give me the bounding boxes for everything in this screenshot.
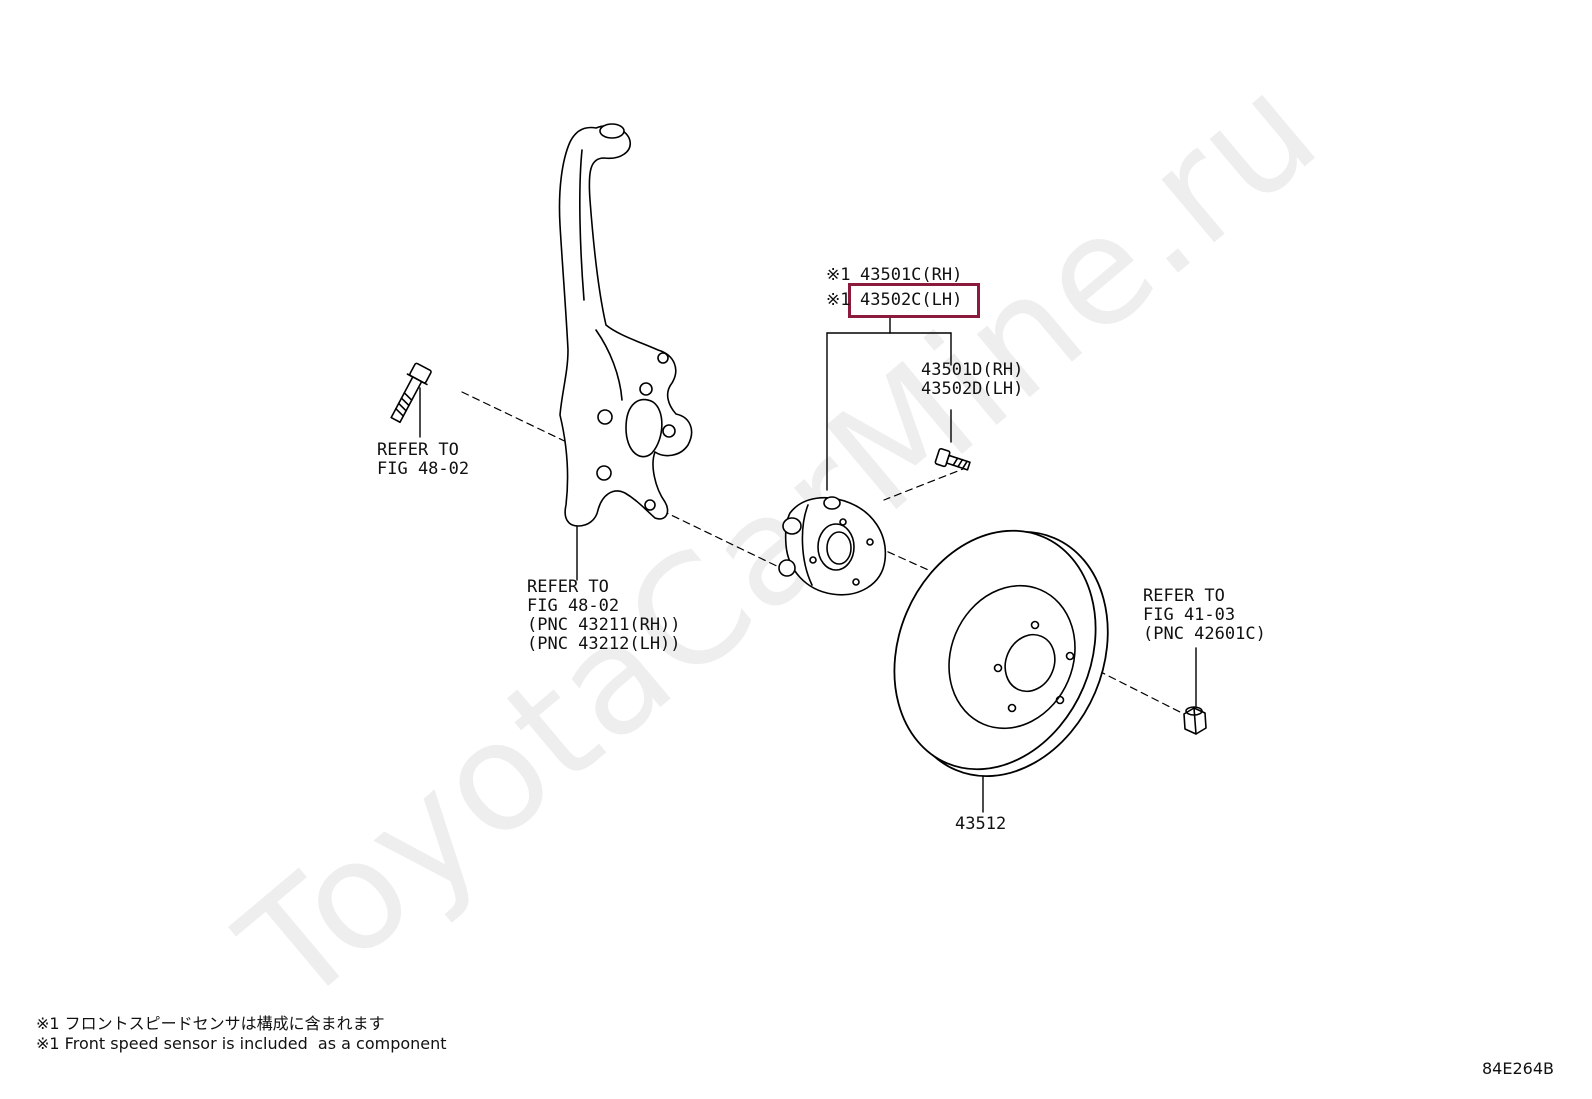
ref-knuckle-line-1: REFER TO: [527, 577, 609, 597]
footnote-english: ※1 Front speed sensor is included as a c…: [36, 1034, 447, 1053]
knuckle-bolt: [390, 362, 432, 424]
part-label-hub-lh[interactable]: 43502C(LH): [860, 290, 963, 310]
leader-lines: [419, 317, 1197, 813]
wheel-nut: [1183, 706, 1207, 735]
hub-assembly: [778, 496, 887, 596]
hub-bolt: [934, 447, 971, 471]
part-label-bolt-lh[interactable]: 43502D(LH): [921, 379, 1024, 399]
part-label-bolt-rh[interactable]: 43501D(RH): [921, 360, 1024, 380]
hub-mark-rh: ※1: [826, 265, 851, 285]
part-highlight-box: [848, 283, 980, 318]
ref-knuckle-line-2[interactable]: FIG 48-02: [527, 596, 620, 616]
hub-mark-lh: ※1: [826, 290, 851, 310]
brake-rotor: [893, 529, 1109, 778]
part-label-rotor[interactable]: 43512: [955, 814, 1007, 834]
ref-knuckle-bolt-line-2[interactable]: FIG 48-02: [377, 459, 470, 479]
figure-code: 84E264B: [1482, 1059, 1554, 1078]
ref-nut-line-1: REFER TO: [1143, 586, 1225, 606]
part-label-hub-rh[interactable]: 43501C(RH): [860, 265, 963, 285]
ref-knuckle-line-3[interactable]: (PNC 43211(RH)): [527, 615, 681, 635]
steering-knuckle: [558, 123, 693, 527]
ref-nut-line-2[interactable]: FIG 41-03: [1143, 605, 1236, 625]
ref-nut-line-3[interactable]: (PNC 42601C): [1143, 624, 1266, 644]
ref-knuckle-bolt-line-1: REFER TO: [377, 440, 459, 460]
footnote-japanese: ※1 フロントスピードセンサは構成に含まれます: [36, 1014, 385, 1033]
ref-knuckle-line-4[interactable]: (PNC 43212(LH)): [527, 634, 681, 654]
